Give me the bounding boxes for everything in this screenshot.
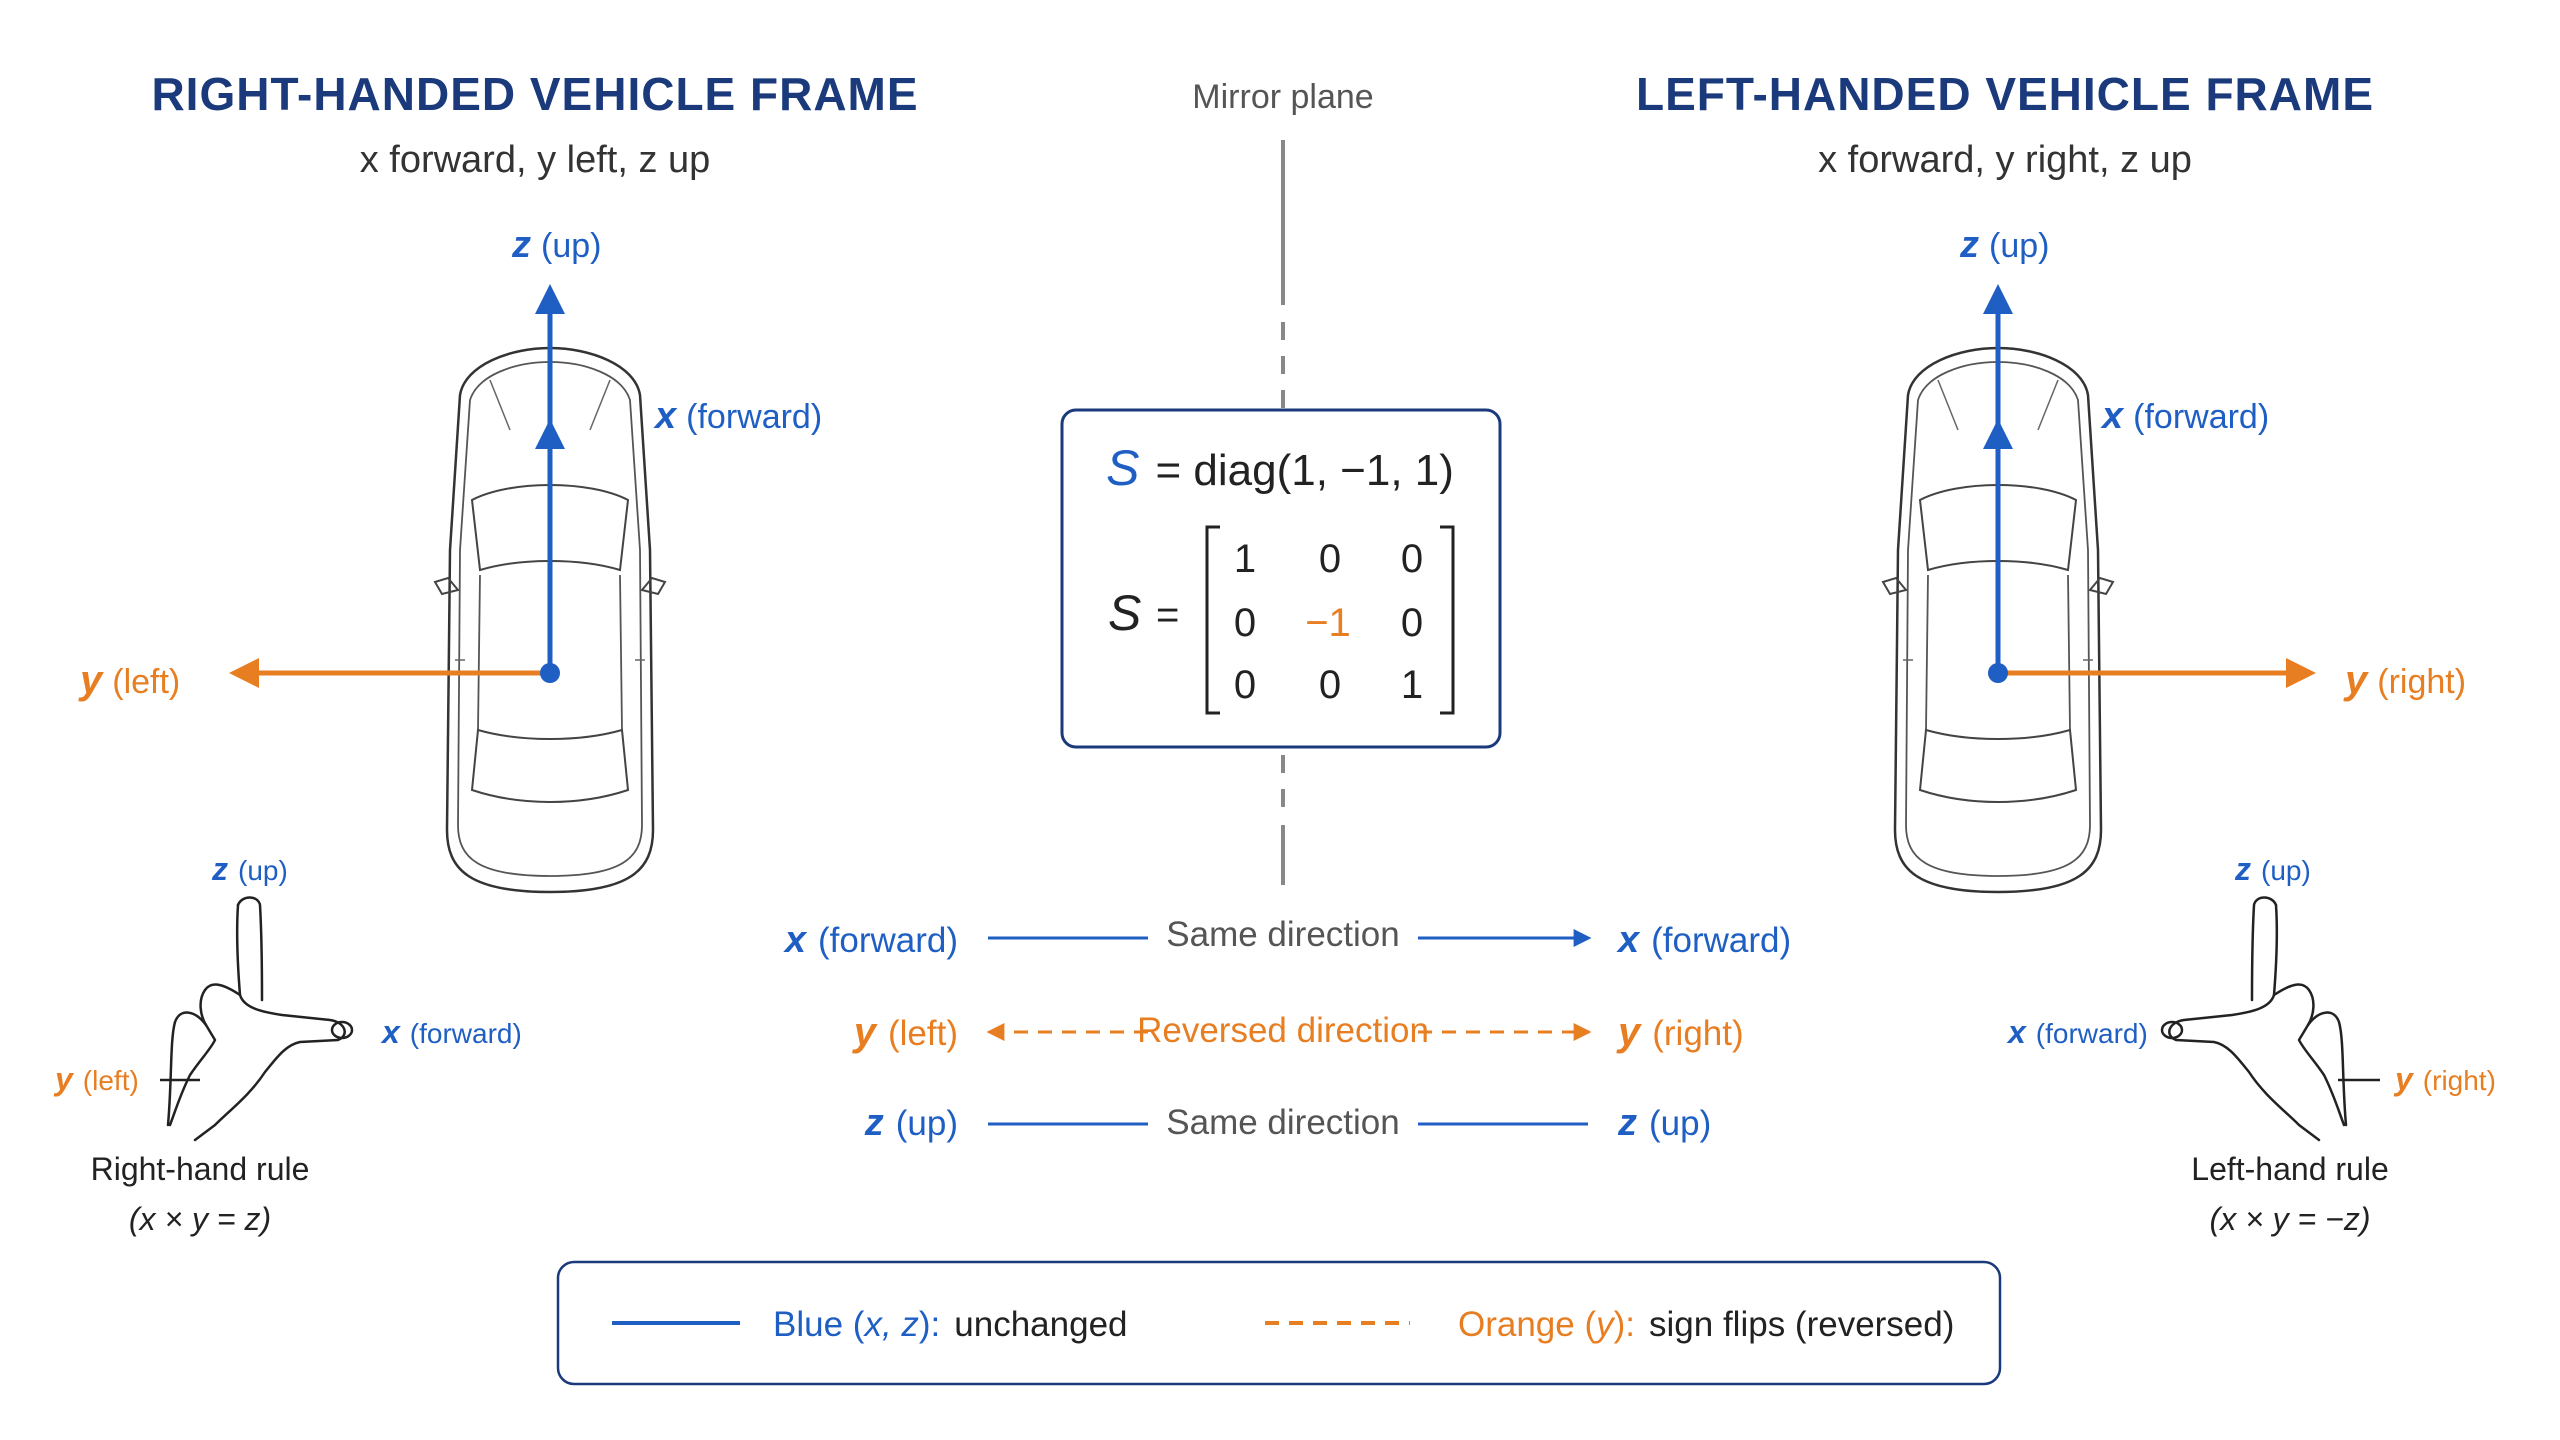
mapping-x-left-label: x(forward) [783, 919, 958, 961]
right-hand-x-label: x(forward) [2006, 1014, 2148, 1050]
right-hand-z-label: z(up) [2234, 851, 2311, 887]
matrix-cell-r2c2: −1 [1305, 601, 1351, 645]
left-hand-y-label: y(left) [53, 1061, 139, 1097]
right-hand-y-label: y(right) [2393, 1061, 2496, 1097]
right-z-label: z(up) [1959, 224, 2049, 266]
mirror-plane-label: Mirror plane [1192, 78, 1373, 116]
mapping-z-relation: Same direction [1166, 1103, 1399, 1142]
matrix-cell-r3c3: 1 [1401, 663, 1423, 707]
mapping-y-relation: Reversed direction [1137, 1011, 1429, 1050]
matrix-cell-r2c3: 0 [1401, 601, 1423, 645]
left-frame-title: RIGHT-HANDED VEHICLE FRAME [151, 68, 918, 120]
left-hand-z-label: z(up) [211, 851, 288, 887]
matrix-symbol: S [1108, 585, 1141, 641]
right-origin-dot [1988, 663, 2008, 683]
right-frame-subtitle: x forward, y right, z up [1818, 139, 2192, 181]
legend-blue-text: Blue (x, z):unchanged [773, 1305, 1128, 1344]
right-hand-rule-formula: (x × y = z) [129, 1201, 271, 1237]
right-hand-rule-name: Right-hand rule [91, 1151, 310, 1187]
matrix-cell-r1c2: 0 [1319, 537, 1341, 581]
left-hand-x-label: x(forward) [380, 1014, 522, 1050]
matrix-cell-r1c1: 1 [1234, 537, 1256, 581]
left-frame-subtitle: x forward, y left, z up [360, 139, 711, 181]
matrix-equation: S= diag(1, −1, 1) [1106, 440, 1454, 496]
mapping-row-y: y(left) Reversed direction y(right) [852, 1010, 1744, 1054]
mapping-row-z: z(up) Same direction z(up) [864, 1102, 1712, 1144]
right-frame-title: LEFT-HANDED VEHICLE FRAME [1636, 68, 2374, 120]
left-hand-rule-formula: (x × y = −z) [2210, 1201, 2371, 1237]
right-x-label: x(forward) [2100, 395, 2269, 437]
left-x-label: x(forward) [653, 395, 822, 437]
mapping-x-right-label: x(forward) [1616, 919, 1791, 961]
matrix-right-bracket [1440, 525, 1455, 715]
matrix-cell-r3c2: 0 [1319, 663, 1341, 707]
mapping-z-right-label: z(up) [1617, 1102, 1711, 1144]
mapping-y-right-label: y(right) [1616, 1010, 1744, 1054]
left-origin-dot [540, 663, 560, 683]
mapping-x-relation: Same direction [1166, 915, 1399, 954]
left-hand-rule-icon [2160, 896, 2348, 1142]
matrix-cells: 1 0 0 0 −1 0 0 0 1 [1234, 537, 1423, 707]
legend-orange-text: Orange (y):sign flips (reversed) [1458, 1305, 1954, 1344]
left-z-label: z(up) [511, 224, 601, 266]
matrix-left-bracket [1205, 525, 1220, 715]
mapping-z-left-label: z(up) [864, 1102, 958, 1144]
mapping-row-x: x(forward) Same direction x(forward) [783, 915, 1791, 961]
matrix-cell-r2c1: 0 [1234, 601, 1256, 645]
mapping-y-left-label: y(left) [852, 1010, 958, 1054]
matrix-eq-sign: = [1156, 593, 1179, 637]
right-y-label: y(right) [2343, 658, 2466, 702]
left-hand-rule-name: Left-hand rule [2191, 1151, 2388, 1187]
right-hand-rule-icon [166, 896, 354, 1142]
matrix-cell-r1c3: 0 [1401, 537, 1423, 581]
left-y-label: y(left) [78, 658, 180, 702]
matrix-box [1060, 408, 1502, 749]
matrix-cell-r3c1: 0 [1234, 663, 1256, 707]
